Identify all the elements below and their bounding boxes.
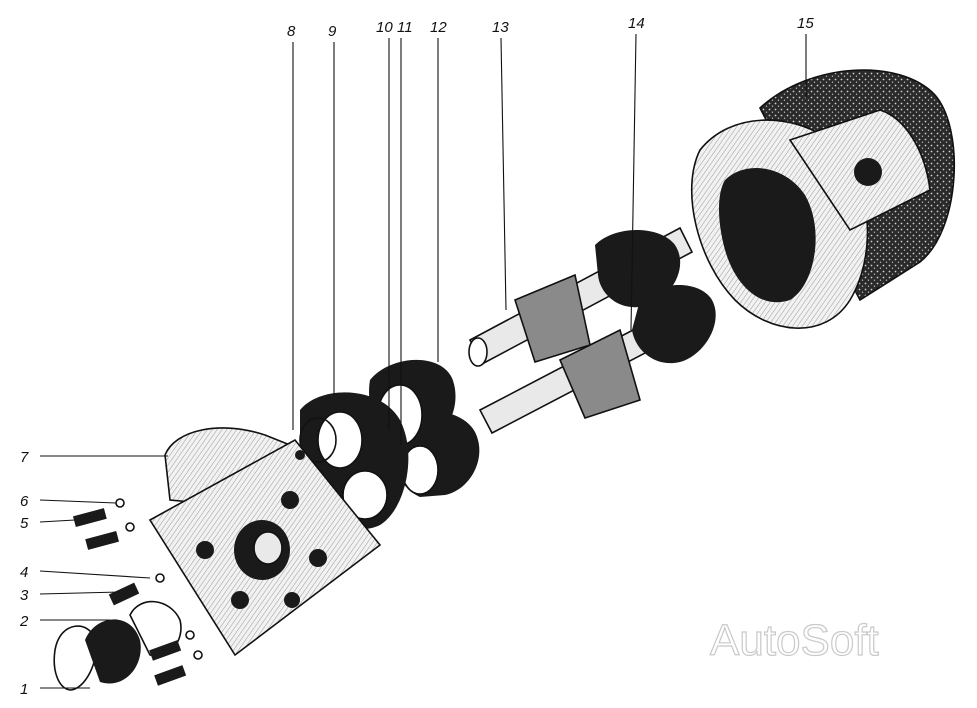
callout-9: 9 <box>328 23 337 40</box>
callout-14: 14 <box>628 15 645 32</box>
callout-5: 5 <box>20 515 29 532</box>
callout-15: 15 <box>797 15 814 32</box>
callout-2: 2 <box>19 613 29 630</box>
cover-plate <box>148 427 382 657</box>
callout-6: 6 <box>20 493 29 510</box>
callout-12: 12 <box>430 19 447 36</box>
watermark: AutoSoft <box>710 616 879 665</box>
callout-8: 8 <box>287 23 296 40</box>
gear-shaft-upper <box>468 226 694 367</box>
gear-shaft-lower <box>478 285 716 435</box>
seal-ring <box>299 417 337 463</box>
callout-3: 3 <box>20 587 29 604</box>
callout-1: 1 <box>20 681 28 698</box>
callout-4: 4 <box>20 564 28 581</box>
callout-13: 13 <box>492 19 509 36</box>
callout-7: 7 <box>20 449 29 466</box>
pump-housing <box>690 69 955 329</box>
fasteners <box>53 498 203 691</box>
callout-11: 11 <box>397 19 413 36</box>
callout-10: 10 <box>376 19 393 36</box>
callout-labels: 1 2 3 4 5 6 7 8 9 10 11 12 13 14 15 <box>19 15 814 698</box>
leader-lines <box>39 33 807 689</box>
